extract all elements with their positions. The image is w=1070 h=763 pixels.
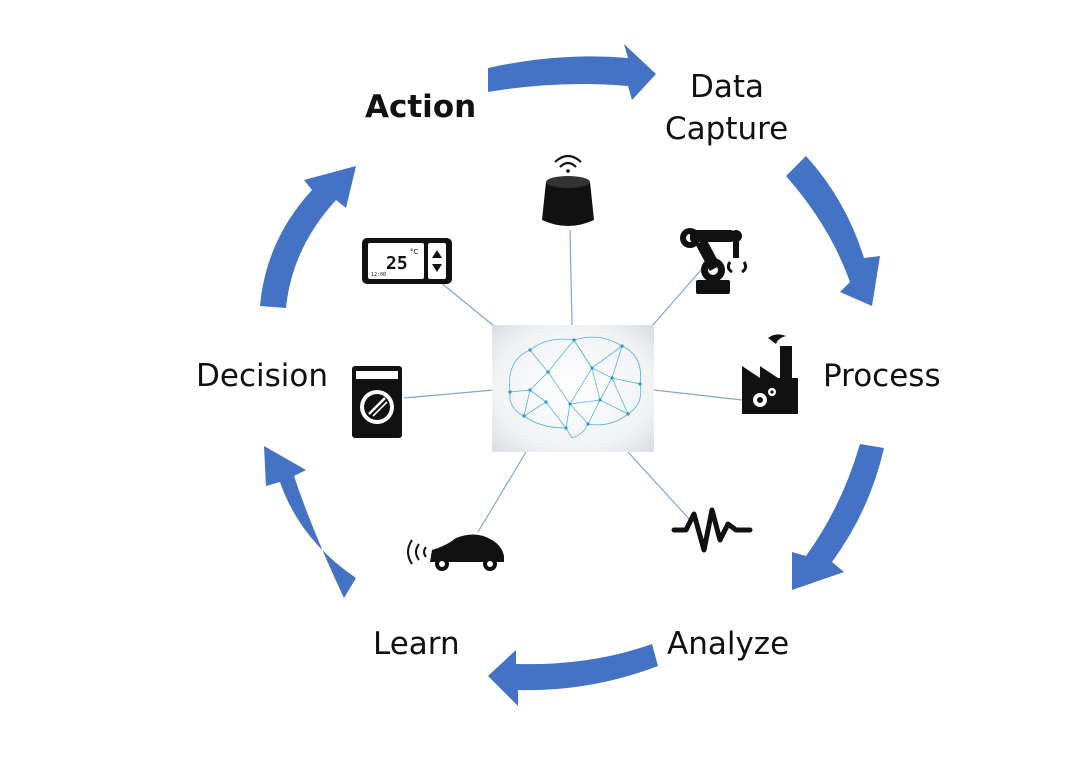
connector-washer (403, 389, 495, 399)
thermostat-time: 12:00 (371, 272, 386, 278)
heartbeat-icon (671, 507, 753, 553)
stage-label-data-capture-line1: Data (690, 69, 765, 105)
cycle-arrows (260, 44, 884, 706)
arrow-data-capture-to-process (786, 156, 880, 306)
connector-heartbeat (627, 451, 691, 521)
connector-robot (651, 261, 709, 327)
brain-network-icon (492, 325, 654, 452)
stage-label-process: Process (823, 358, 941, 394)
washing-machine-icon (352, 366, 402, 438)
connector-thermostat (439, 281, 495, 327)
connector-car (477, 451, 527, 533)
stage-label-action: Action (365, 89, 477, 125)
stage-label-decision: Decision (196, 358, 328, 394)
stage-label-learn: Learn (373, 626, 460, 662)
arrow-process-to-analyze (792, 444, 884, 590)
factory-icon (742, 334, 798, 414)
stage-label-data-capture-line2: Capture (665, 111, 789, 147)
thermostat-unit: °C (410, 248, 419, 256)
car-icon (407, 534, 504, 571)
robot-arm-icon (680, 228, 748, 294)
connector-factory (653, 389, 743, 401)
connectors (403, 229, 743, 533)
arrow-decision-to-action (260, 166, 356, 308)
smart-speaker-icon (542, 154, 594, 226)
arrow-analyze-to-learn (488, 644, 658, 706)
thermostat-icon: 25 °C 12:00 (362, 238, 452, 284)
thermostat-reading: 25 (386, 253, 408, 274)
connector-speaker (569, 229, 573, 327)
arrow-action-to-data-capture (488, 44, 656, 100)
arrow-learn-to-decision (264, 446, 356, 598)
stage-label-analyze: Analyze (667, 626, 790, 662)
